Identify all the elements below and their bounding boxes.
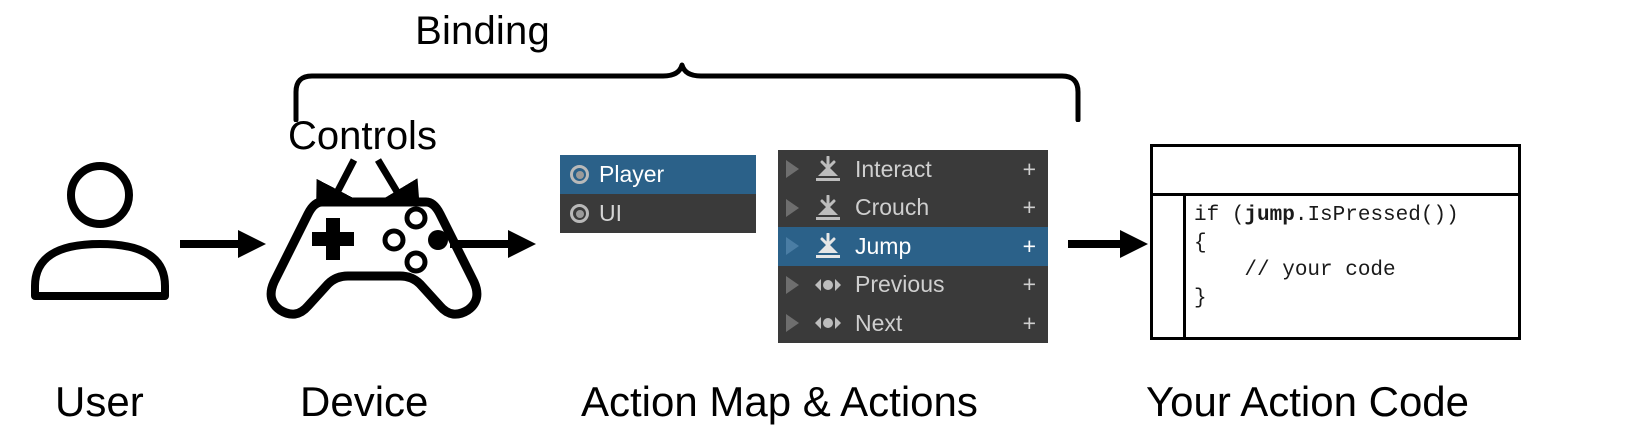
action-map-list[interactable]: Player UI — [560, 155, 756, 233]
action-label: Interact — [855, 155, 932, 182]
code-window[interactable]: if (jump.IsPressed()) { // your code } — [1150, 144, 1521, 340]
code-line-1-post: .IsPressed()) — [1294, 204, 1459, 227]
actions-list[interactable]: Interact + Crouch + Jump + — [778, 150, 1048, 343]
action-row-jump[interactable]: Jump + — [778, 227, 1048, 266]
action-label: Previous — [855, 271, 945, 298]
action-row-previous[interactable]: Previous + — [778, 266, 1048, 305]
action-map-item-player[interactable]: Player — [560, 155, 756, 194]
code-line-4: } — [1194, 286, 1207, 310]
code-window-gutter — [1150, 196, 1186, 340]
action-map-label: UI — [599, 200, 622, 226]
expand-triangle-icon[interactable] — [786, 275, 799, 294]
binding-label: Binding — [415, 9, 550, 53]
ring-icon — [570, 204, 589, 223]
curly-brace-icon — [293, 62, 1081, 122]
caption-action-map: Action Map & Actions — [581, 378, 978, 425]
action-row-crouch[interactable]: Crouch + — [778, 189, 1048, 228]
arrow-right-icon — [1068, 230, 1148, 258]
code-identifier-jump: jump — [1244, 204, 1295, 227]
code-line-3: // your code — [1194, 259, 1396, 282]
code-line-1-pre: if ( — [1194, 204, 1245, 227]
ring-icon — [570, 165, 589, 184]
action-label: Jump — [855, 232, 912, 259]
controls-label: Controls — [288, 114, 437, 158]
code-window-frame — [1150, 144, 1521, 340]
arrow-right-icon — [450, 230, 536, 258]
add-binding-button[interactable]: + — [1022, 155, 1036, 182]
button-action-icon — [816, 233, 840, 259]
code-text: if (jump.IsPressed()) { // your code } — [1194, 202, 1515, 336]
add-binding-button[interactable]: + — [1022, 194, 1036, 221]
caption-device: Device — [300, 378, 429, 425]
action-map-item-ui[interactable]: UI — [560, 194, 756, 233]
expand-triangle-icon[interactable] — [786, 198, 799, 217]
caption-user: User — [55, 378, 144, 425]
action-map-label: Player — [599, 161, 665, 187]
add-binding-button[interactable]: + — [1022, 309, 1036, 336]
caption-your-action-code: Your Action Code — [1146, 378, 1470, 425]
user-icon — [31, 162, 169, 300]
button-action-icon — [816, 194, 840, 220]
expand-triangle-icon[interactable] — [786, 314, 799, 333]
add-binding-button[interactable]: + — [1022, 232, 1036, 259]
action-row-next[interactable]: Next + — [778, 304, 1048, 343]
action-label: Next — [855, 309, 903, 336]
axis-action-icon — [815, 317, 841, 330]
gamepad-icon — [266, 197, 482, 319]
code-window-titlebar — [1150, 144, 1521, 196]
expand-triangle-icon[interactable] — [786, 237, 799, 256]
arrow-right-icon — [180, 230, 266, 258]
button-action-icon — [816, 156, 840, 182]
action-row-interact[interactable]: Interact + — [778, 150, 1048, 189]
code-line-2: { — [1194, 231, 1207, 255]
add-binding-button[interactable]: + — [1022, 271, 1036, 298]
expand-triangle-icon[interactable] — [786, 160, 799, 179]
axis-action-icon — [815, 278, 841, 291]
action-label: Crouch — [855, 194, 930, 221]
